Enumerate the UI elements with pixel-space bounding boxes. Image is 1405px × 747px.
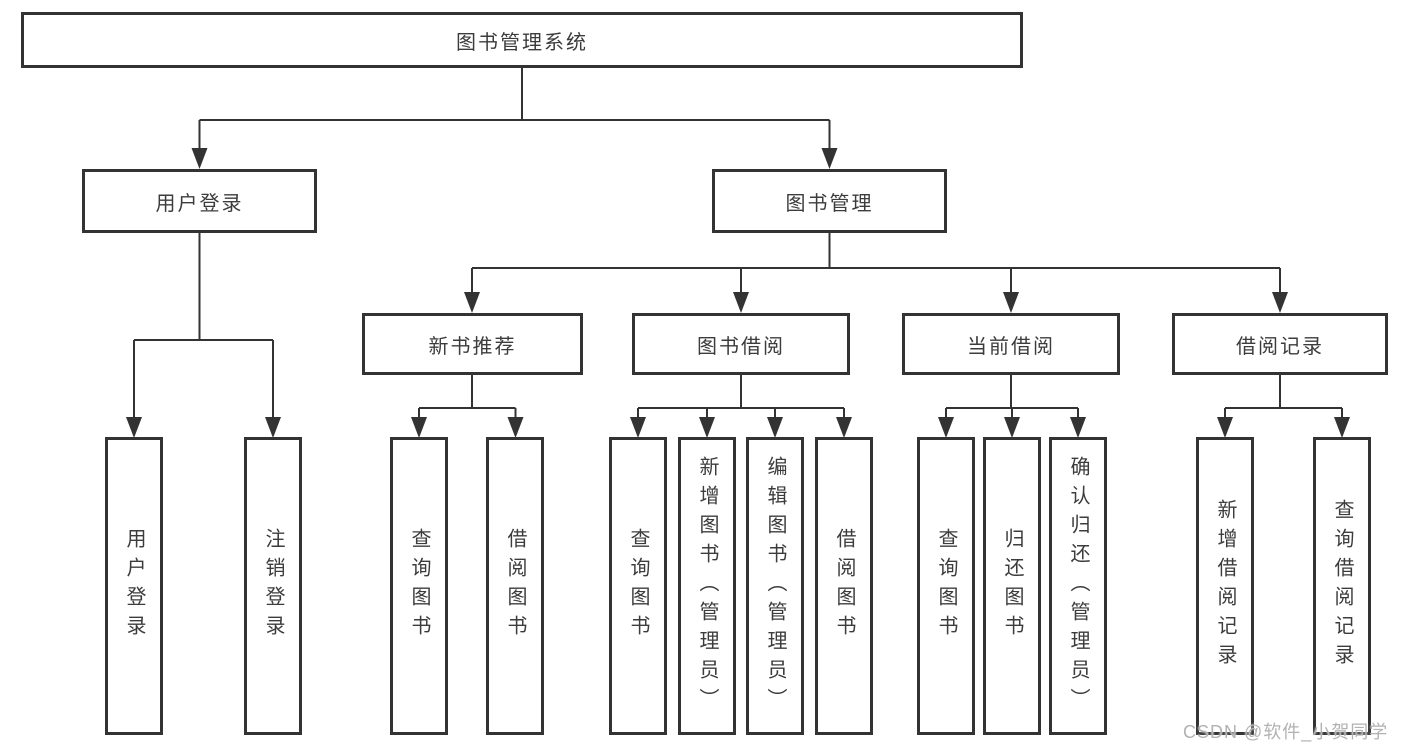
node-label: 新书推荐 (428, 335, 517, 358)
node-label: 借阅图书 (833, 528, 855, 644)
arrow-down-icon (630, 417, 646, 438)
node-new-book-recommendation: 新书推荐 (362, 313, 583, 375)
leaf-query-books-recommend: 查询图书 (390, 437, 448, 735)
arrow-down-icon (1334, 417, 1350, 438)
node-label: 借阅记录 (1236, 335, 1324, 358)
arrow-down-icon (464, 292, 480, 313)
leaf-query-borrow-record: 查询借阅记录 (1313, 437, 1371, 735)
leaf-add-borrow-record: 新增借阅记录 (1196, 437, 1254, 735)
node-user-login: 用户登录 (82, 169, 317, 233)
node-book-borrowing: 图书借阅 (632, 313, 850, 375)
node-label: 用户登录 (155, 192, 244, 215)
node-label: 查询图书 (627, 528, 649, 644)
leaf-confirm-return-admin: 确认归还（管理员） (1049, 437, 1107, 735)
arrow-down-icon (507, 417, 524, 438)
arrow-down-icon (1217, 417, 1233, 438)
leaf-query-books-current: 查询图书 (917, 437, 975, 735)
leaf-borrow-books-borrowing: 借阅图书 (815, 437, 873, 735)
node-label: 图书管理 (785, 192, 874, 215)
arrow-down-icon (699, 417, 715, 438)
node-label: 查询借阅记录 (1331, 499, 1353, 673)
node-label: 图书管理系统 (456, 31, 588, 54)
node-borrowing-records: 借阅记录 (1172, 313, 1388, 375)
arrow-down-icon (1070, 417, 1086, 438)
arrow-down-icon (1004, 417, 1020, 438)
node-label: 用户登录 (123, 528, 145, 644)
leaf-add-books-admin: 新增图书（管理员） (678, 437, 736, 735)
arrow-down-icon (1272, 292, 1288, 313)
leaf-borrow-books-recommend: 借阅图书 (486, 437, 544, 735)
node-label: 当前借阅 (967, 335, 1055, 358)
arrow-down-icon (938, 417, 954, 438)
node-label: 归还图书 (1001, 528, 1023, 644)
arrow-down-icon (836, 417, 852, 438)
arrow-down-icon (191, 148, 208, 169)
node-label: 借阅图书 (504, 528, 526, 644)
arrow-down-icon (411, 417, 427, 438)
leaf-return-books: 归还图书 (983, 437, 1041, 735)
arrow-down-icon (767, 417, 783, 438)
connector-lines (133, 68, 1343, 420)
leaf-query-books-borrowing: 查询图书 (609, 437, 667, 735)
node-label: 编辑图书（管理员） (764, 455, 786, 717)
node-label: 新增借阅记录 (1214, 499, 1236, 673)
leaf-logout: 注销登录 (244, 437, 302, 735)
arrow-down-icon (821, 148, 838, 169)
arrow-down-icon (126, 417, 142, 438)
node-label: 确认归还（管理员） (1067, 455, 1089, 717)
node-label: 新增图书（管理员） (696, 455, 718, 717)
node-label: 注销登录 (262, 528, 284, 644)
leaf-edit-books-admin: 编辑图书（管理员） (746, 437, 804, 735)
arrow-down-icon (265, 417, 281, 438)
node-label: 图书借阅 (697, 335, 785, 358)
watermark-text: CSDN @软件_小贺同学 (1183, 722, 1389, 742)
arrow-down-icon (1003, 292, 1019, 313)
arrow-down-icon (733, 292, 749, 313)
node-current-borrowing: 当前借阅 (902, 313, 1120, 375)
node-label: 查询图书 (408, 528, 430, 644)
node-label: 查询图书 (935, 528, 957, 644)
leaf-user-login: 用户登录 (105, 437, 163, 735)
node-library-system: 图书管理系统 (21, 12, 1023, 68)
node-book-management: 图书管理 (712, 169, 947, 233)
